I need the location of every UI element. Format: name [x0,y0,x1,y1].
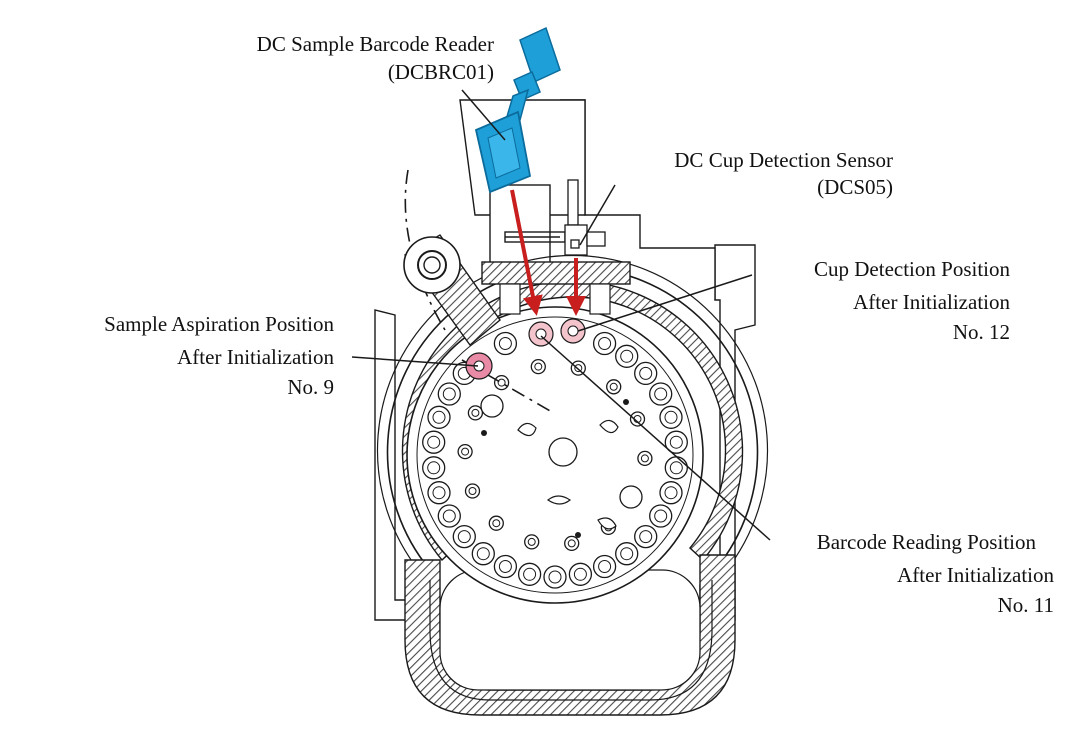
cup-detection-position-line1: Cup Detection Position [814,257,1010,281]
cup-holder-hole [639,366,653,380]
cup-holder-hole [432,486,446,500]
cup-sensor-leader [579,184,616,246]
cup-holder-hole [640,454,649,463]
cup-holder-hole [664,410,678,424]
cup-sensor-label-line1: DC Cup Detection Sensor [674,148,893,172]
cup-holder-hole [669,435,683,449]
cup-holder-hole [654,509,668,523]
swing-arm [403,234,501,347]
sample-aspiration-position-label: Sample Aspiration Position After Initial… [20,314,334,398]
cup-holder-hole [620,547,634,561]
cup-detection-position-line2: After Initialization [853,290,1010,314]
cup-holder-hole [548,570,562,584]
sample-aspiration-position-line1: Sample Aspiration Position [104,312,334,336]
cup-holder-hole [523,567,537,581]
cup-holder-hole [468,487,477,495]
cup-holder-hole [609,382,618,391]
cup-holder-hole [471,408,480,417]
barcode-reading-position-line2: After Initialization [897,563,1054,587]
sample-aspiration-position-line2: After Initialization [177,345,334,369]
cup-sensor-label: DC Cup Detection Sensor (DCS05) [560,150,893,198]
cup-holder-hole [669,461,683,475]
barcode-reader-label-line1: DC Sample Barcode Reader [256,32,494,56]
barcode-reading-position-line1: Barcode Reading Position [816,530,1036,554]
cup-detection-position-line3: No. 12 [952,320,1010,344]
cup-holder-hole [534,362,543,371]
highlighted-positions [465,318,586,380]
position-arrows [510,189,586,316]
cup-holder-hole [432,410,446,424]
cup-holder-hole [498,337,512,350]
cup-holder-hole [527,537,536,546]
cup-holder-hole [664,486,678,500]
cup-holder-hole [567,539,576,548]
barcode-reader-label-line2: (DCBRC01) [387,60,494,84]
cup-holder-hole [427,435,441,449]
barcode-reader-label: DC Sample Barcode Reader (DCBRC01) [120,34,494,83]
leader-lines [351,89,771,541]
barcode-reading-leader [540,335,771,541]
cup-holder-hole [654,387,668,401]
cup-holder-hole [497,378,506,387]
cup-holder-hole [598,560,612,573]
cup-detection-position-label: Cup Detection Position After Initializat… [700,259,1010,343]
sample-aspiration-position-line3: No. 9 [287,375,334,399]
cup-detection-leader [577,274,753,332]
cup-holder-hole [573,567,587,581]
cup-holder-hole [442,509,456,523]
cup-holder-hole [620,349,634,363]
aspiration-leader [351,356,479,367]
top-plate [481,261,631,315]
cup-holder-hole [461,447,470,456]
cup-holder-hole [639,530,653,544]
cup-detection-sensor [564,179,606,256]
cup-holder-hole [476,547,490,561]
cup-holder-hole [598,337,612,350]
sample-tray [406,306,704,604]
cup-holder-hole [457,530,471,544]
barcode-reading-position-line3: No. 11 [997,593,1054,617]
cup-sensor-label-line2: (DCS05) [817,175,893,199]
barcode-reader-leader [461,89,506,141]
outer-cup-ring [422,331,688,589]
cup-holder-hole [442,387,456,401]
barcode-reading-position-label: Barcode Reading Position After Initializ… [740,532,1054,616]
cup-holder-hole [427,461,441,475]
cup-holder-hole [498,560,512,573]
cup-holder-hole [492,519,501,528]
barcode-reader [474,26,561,194]
